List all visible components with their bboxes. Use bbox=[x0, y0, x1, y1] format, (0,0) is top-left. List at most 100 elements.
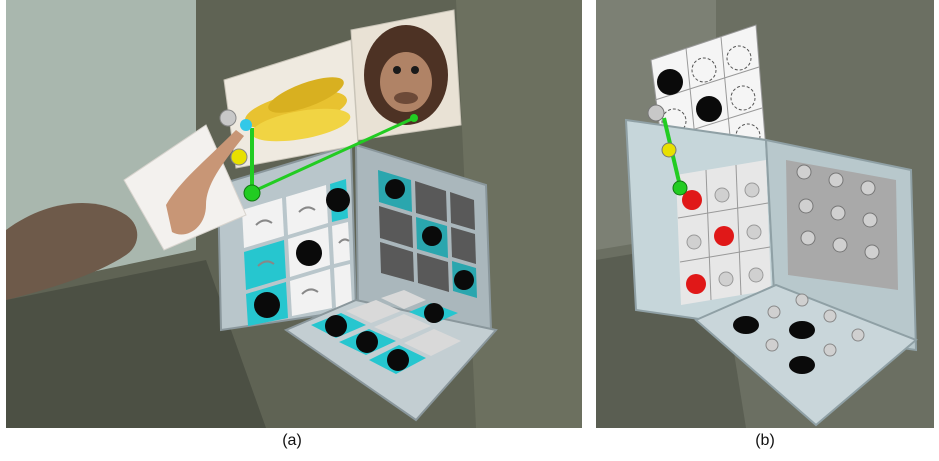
grid-cell bbox=[290, 269, 332, 316]
grey-ball bbox=[744, 182, 760, 198]
grid-line bbox=[677, 202, 769, 219]
grey-ball bbox=[830, 205, 846, 221]
grid-cell bbox=[379, 206, 413, 248]
empty-marker bbox=[257, 260, 275, 267]
grid-cell bbox=[242, 198, 284, 248]
left-face-grid bbox=[676, 160, 771, 305]
black-piece bbox=[385, 179, 405, 199]
right-face-grid bbox=[786, 160, 898, 290]
grid-line bbox=[705, 169, 712, 301]
empty-slot bbox=[730, 85, 756, 111]
black-piece bbox=[326, 188, 350, 212]
grid-cell bbox=[332, 222, 350, 264]
green-knob[interactable] bbox=[243, 184, 261, 202]
floor-shadow bbox=[6, 260, 266, 428]
black-piece bbox=[454, 270, 474, 290]
chimp-mouth bbox=[394, 92, 418, 104]
grid-cell bbox=[404, 329, 461, 356]
black-piece bbox=[696, 96, 722, 122]
green-pointer-line bbox=[251, 116, 415, 194]
grey-knob[interactable] bbox=[647, 104, 665, 122]
grey-ball bbox=[714, 187, 730, 203]
chimp-face bbox=[380, 52, 432, 112]
bottom-face-grid bbox=[733, 293, 865, 374]
banana-fruit bbox=[251, 108, 351, 142]
grey-ball bbox=[828, 172, 844, 188]
grid-cell bbox=[450, 192, 475, 230]
empty-marker bbox=[298, 206, 316, 213]
black-piece bbox=[296, 240, 322, 266]
red-piece bbox=[714, 226, 734, 246]
black-piece bbox=[254, 292, 280, 318]
grid-cell bbox=[334, 264, 352, 308]
grey-ball bbox=[718, 271, 734, 287]
banana-photo bbox=[223, 39, 359, 169]
cyan-knob[interactable] bbox=[240, 119, 252, 131]
grey-ball bbox=[823, 309, 837, 323]
grey-ball bbox=[864, 244, 880, 260]
panel-caption-a: (a) bbox=[282, 432, 302, 449]
grey-ball bbox=[796, 164, 812, 180]
black-piece bbox=[387, 349, 409, 371]
banana-fruit bbox=[268, 77, 344, 113]
grey-ball bbox=[748, 267, 764, 283]
photo-panel-a bbox=[6, 0, 582, 428]
panel-caption-b: (b) bbox=[755, 432, 775, 449]
grid-cell bbox=[417, 253, 449, 292]
pointing-hand-icon bbox=[166, 130, 244, 235]
black-piece bbox=[424, 303, 444, 323]
grey-ball bbox=[795, 293, 809, 307]
pointer-tip bbox=[410, 114, 418, 122]
yellow-knob[interactable] bbox=[230, 148, 248, 166]
grid-cell bbox=[244, 240, 286, 290]
grey-ball bbox=[832, 237, 848, 253]
yellow-knob[interactable] bbox=[661, 142, 677, 158]
grid-cell bbox=[380, 242, 414, 282]
empty-marker bbox=[255, 219, 273, 226]
grey-ball bbox=[798, 198, 814, 214]
black-piece bbox=[657, 69, 683, 95]
grey-knob[interactable] bbox=[219, 109, 237, 127]
augmented-reality-scene-a bbox=[6, 0, 582, 428]
photo-panel-b bbox=[596, 0, 934, 428]
empty-marker bbox=[301, 288, 319, 295]
grey-ball bbox=[765, 338, 779, 352]
red-piece bbox=[686, 274, 706, 294]
bottom-face-grid bbox=[311, 290, 461, 374]
red-piece bbox=[682, 190, 702, 210]
black-piece bbox=[789, 321, 815, 339]
human-hand bbox=[6, 203, 138, 300]
black-piece bbox=[733, 316, 759, 334]
augmented-reality-scene-b bbox=[596, 0, 934, 428]
right-face-grid bbox=[378, 170, 477, 298]
black-piece bbox=[789, 356, 815, 374]
empty-slot bbox=[661, 108, 687, 134]
grid-cell bbox=[381, 290, 426, 309]
grey-ball bbox=[767, 305, 781, 319]
grid-cell bbox=[415, 181, 447, 222]
black-piece bbox=[422, 226, 442, 246]
green-knob[interactable] bbox=[672, 180, 688, 196]
grid-cell bbox=[374, 314, 431, 339]
chimpanzee-photo bbox=[350, 9, 462, 141]
grey-ball bbox=[860, 180, 876, 196]
empty-marker bbox=[338, 238, 350, 244]
left-face-grid bbox=[242, 179, 352, 326]
grey-ball bbox=[800, 230, 816, 246]
chimp-eye bbox=[393, 66, 401, 74]
black-piece bbox=[356, 331, 378, 353]
grey-ball bbox=[686, 234, 702, 250]
empty-slot bbox=[691, 57, 717, 83]
grey-ball bbox=[823, 343, 837, 357]
grey-ball bbox=[851, 328, 865, 342]
grid-line bbox=[735, 164, 742, 296]
black-piece bbox=[325, 315, 347, 337]
grid-cell bbox=[286, 185, 328, 235]
pointing-hand-card bbox=[123, 124, 247, 251]
grey-ball bbox=[862, 212, 878, 228]
empty-slot bbox=[726, 45, 752, 71]
grid-cell bbox=[451, 227, 476, 264]
grid-cell bbox=[346, 300, 401, 323]
grey-ball bbox=[746, 224, 762, 240]
grid-line bbox=[679, 246, 771, 263]
